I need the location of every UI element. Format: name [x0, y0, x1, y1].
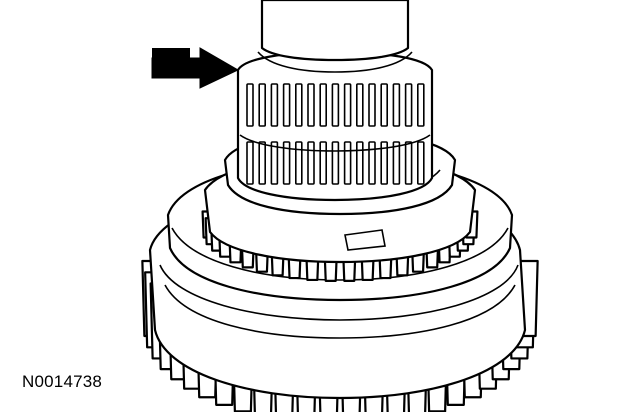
bearing-roller	[404, 141, 413, 185]
bearing-roller	[392, 83, 401, 127]
bearing-roller	[294, 141, 303, 185]
lower-gear-rim-line	[159, 264, 519, 321]
shaft-shoulder	[257, 51, 413, 73]
bearing-roller	[416, 141, 425, 185]
arrow-right-icon	[151, 47, 240, 89]
bearing-roller	[319, 83, 328, 127]
bearing-roller	[368, 83, 376, 127]
bearing-roller	[416, 83, 425, 127]
bearing-roller	[355, 141, 364, 185]
bearing-roller	[380, 83, 389, 127]
bearing-roller	[270, 141, 279, 185]
bearing-roller	[270, 83, 279, 127]
bearing-roller	[246, 83, 254, 127]
bearing-roller	[343, 83, 352, 127]
bearing-roller	[282, 83, 291, 127]
bearing-roller	[319, 141, 328, 185]
bearing-roller	[307, 83, 315, 127]
figure-id-label: N0014738	[22, 372, 103, 391]
bearing-roller	[343, 141, 352, 185]
bearing-roller	[246, 141, 254, 185]
lower-gear-rim-line-2	[164, 284, 516, 339]
bearing-roller	[294, 83, 303, 127]
bearing-roller	[307, 141, 315, 185]
bearing-roller	[392, 141, 401, 185]
synchronizer-ring-edge	[171, 227, 509, 281]
needle-bearing-band	[239, 134, 431, 152]
bearing-roller	[331, 83, 340, 127]
bearing-roller	[380, 141, 389, 185]
bearing-roller	[368, 141, 376, 185]
bearing-roller	[258, 141, 267, 185]
shaft	[260, 0, 410, 62]
bearing-roller	[331, 141, 340, 185]
needle-bearing-rollers	[246, 83, 425, 185]
bearing-roller	[404, 83, 413, 127]
blocker-ring-key	[344, 229, 386, 251]
bearing-roller	[258, 83, 267, 127]
bearing-roller	[355, 83, 364, 127]
bearing-roller	[282, 141, 291, 185]
